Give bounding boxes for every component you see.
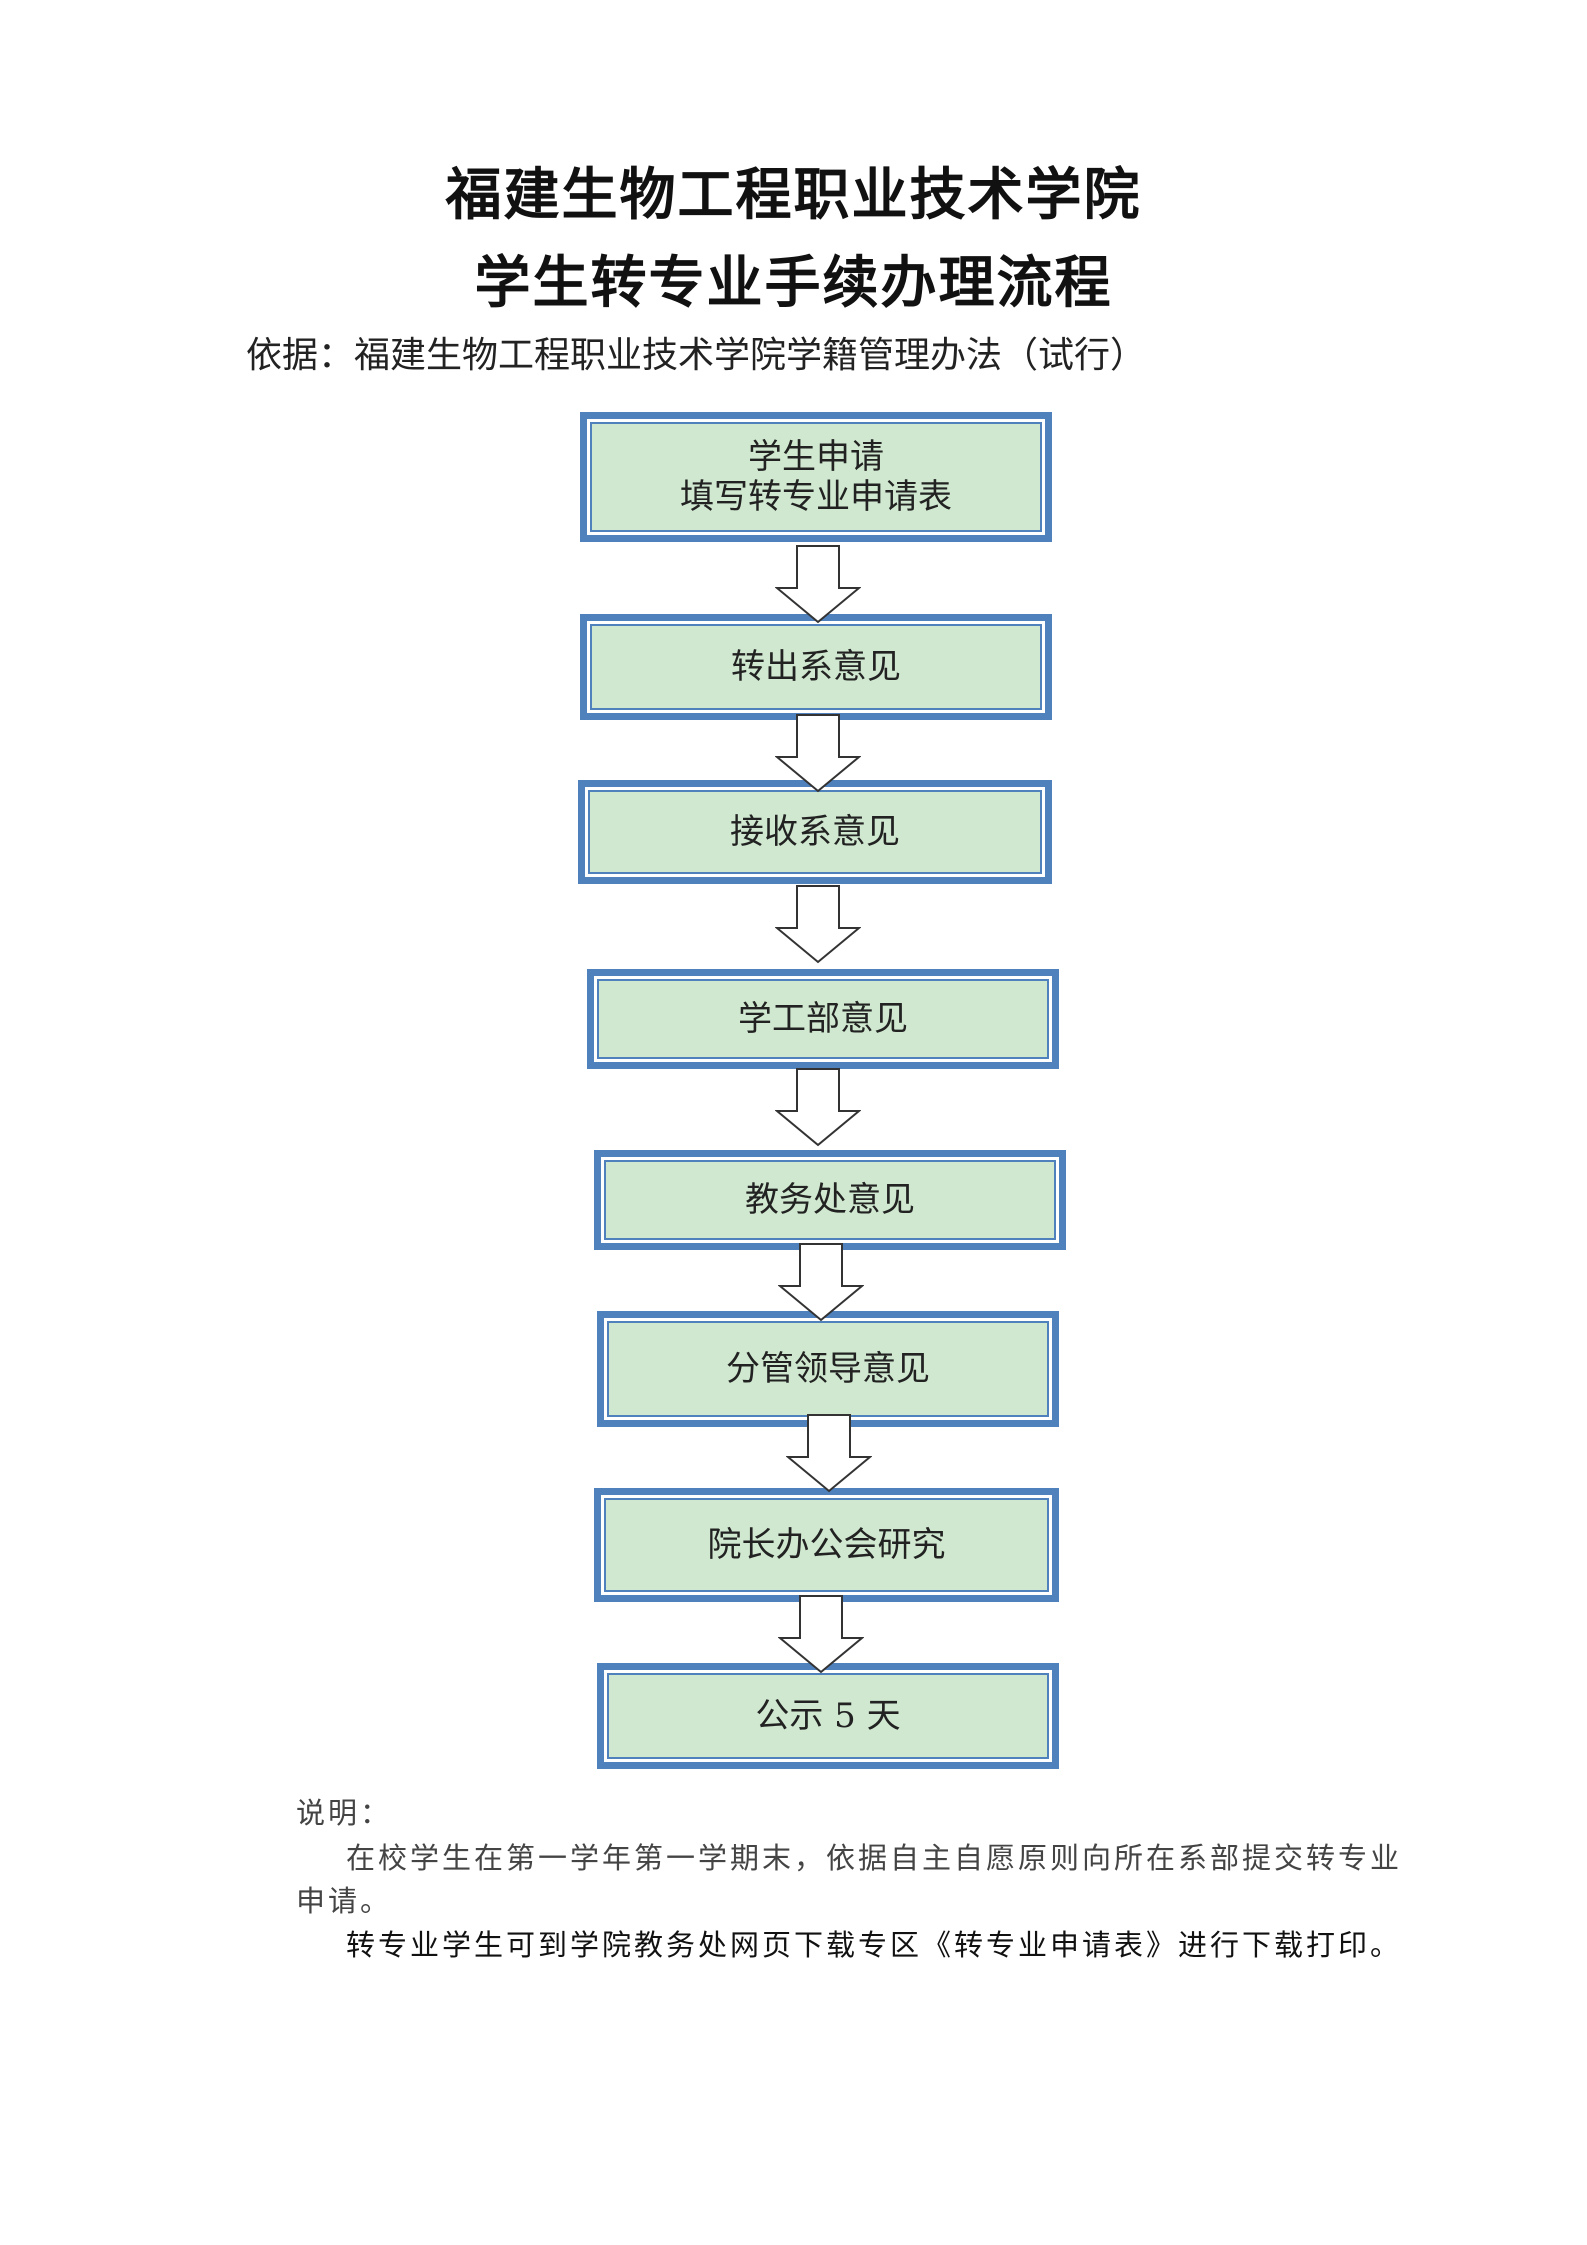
step-box-receiving-department: 接收系意见 xyxy=(578,780,1052,884)
notes-paragraph: 在校学生在第一学年第一学期末，依据自主自愿原则向所在系部提交转专业 xyxy=(346,1841,1403,1875)
document-subtitle: 学生转专业手续办理流程 xyxy=(474,251,1113,316)
down-arrow-icon xyxy=(778,1243,864,1322)
notes-download-instruction: 转专业学生可到学院教务处网页下载专区《转专业申请表》进行下载打印。 xyxy=(346,1928,1403,1962)
down-arrow-icon xyxy=(775,714,861,793)
step-box-public-notice: 公示 5 天 xyxy=(597,1663,1059,1769)
down-arrow-icon xyxy=(778,1595,864,1674)
down-arrow-icon xyxy=(775,885,861,964)
notes-heading: 说明： xyxy=(296,1796,393,1830)
step-label: 公示 5 天 xyxy=(755,1695,901,1736)
step-box-leader-approval: 分管领导意见 xyxy=(597,1311,1059,1427)
step-label: 学工部意见 xyxy=(738,998,908,1039)
step-box-student-application: 学生申请 填写转专业申请表 xyxy=(580,412,1052,542)
down-arrow-icon xyxy=(775,1068,861,1147)
step-label: 教务处意见 xyxy=(745,1179,915,1220)
step-box-outgoing-department: 转出系意见 xyxy=(580,614,1052,720)
step-box-academic-affairs: 教务处意见 xyxy=(594,1150,1066,1250)
notes-paragraph-continuation: 申请。 xyxy=(296,1884,393,1918)
step-label: 院长办公会研究 xyxy=(707,1524,946,1565)
step-label: 学生申请 xyxy=(748,436,884,477)
step-label: 分管领导意见 xyxy=(726,1348,930,1389)
step-box-student-affairs: 学工部意见 xyxy=(587,969,1059,1069)
step-label: 转出系意见 xyxy=(731,646,901,687)
down-arrow-icon xyxy=(786,1414,872,1493)
step-sublabel: 填写转专业申请表 xyxy=(680,477,952,517)
step-label: 接收系意见 xyxy=(730,811,900,852)
down-arrow-icon xyxy=(775,545,861,624)
basis-text: 依据：福建生物工程职业技术学院学籍管理办法（试行） xyxy=(246,335,1147,376)
step-box-president-meeting: 院长办公会研究 xyxy=(594,1488,1059,1602)
document-title: 福建生物工程职业技术学院 xyxy=(445,163,1142,228)
